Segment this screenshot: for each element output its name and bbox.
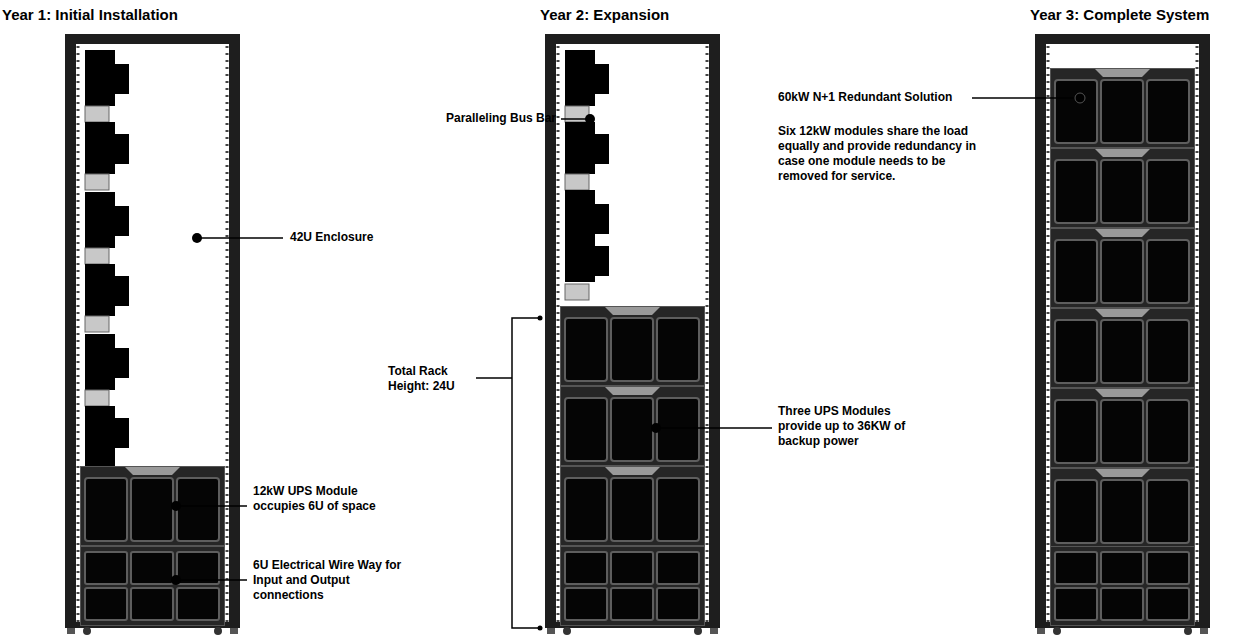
note-text: Six 12kW modules share the load equally … (778, 124, 978, 184)
callout-label: 12kW UPS Module occupies 6U of space (253, 484, 393, 514)
panel-title: Year 3: Complete System (1030, 6, 1209, 24)
dimension-label: Total Rack Height: 24U (388, 364, 472, 394)
panel-title: Year 2: Expansion (540, 6, 669, 24)
callout-label: Three UPS Modules provide up to 36KW of … (778, 404, 918, 449)
callout-label: 6U Electrical Wire Way for Input and Out… (253, 558, 403, 603)
callout-label: 60kW N+1 Redundant Solution (778, 90, 970, 105)
panel-title: Year 1: Initial Installation (2, 6, 178, 24)
callout-label: Paralleling Bus Bar (420, 111, 556, 126)
callout-label: 42U Enclosure (290, 230, 440, 245)
